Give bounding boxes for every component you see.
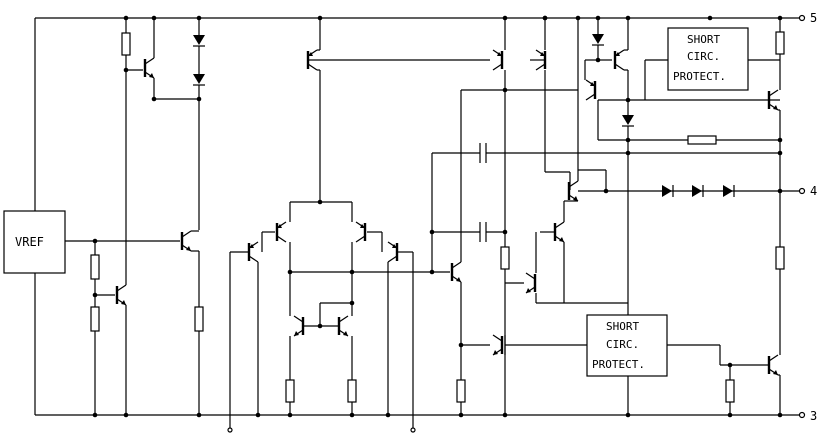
vref-label: VREF — [15, 235, 44, 249]
pass-transistor-stage — [491, 15, 628, 418]
scp-bottom-line-3: PROTECT. — [592, 358, 645, 371]
output-current-sources — [491, 15, 571, 415]
scp-bottom-line-1: SHORT — [606, 320, 639, 333]
ground-junctions — [255, 15, 733, 418]
pin-output-terminal — [798, 187, 806, 195]
startup-network — [121, 15, 205, 230]
short-circuit-protect-top: SHORT CIRC. PROTECT. — [644, 27, 780, 100]
scp-bottom-line-2: CIRC. — [606, 338, 639, 351]
driver-stage — [352, 87, 780, 415]
vref-divider — [90, 70, 129, 418]
vref-block: VREF — [3, 18, 180, 415]
pin-ground-terminal — [798, 411, 806, 419]
scp-top-line-2: CIRC. — [687, 50, 720, 63]
top-current-source — [306, 15, 490, 205]
vref-buffer-transistor — [180, 229, 204, 418]
pin-output-label: 4 — [810, 184, 817, 198]
active-load — [285, 272, 357, 415]
output-pass-element — [687, 15, 785, 418]
scp-top-line-3: PROTECT. — [673, 70, 726, 83]
pin-supply-label: 5 — [810, 11, 817, 25]
scp-top-line-1: SHORT — [687, 33, 720, 46]
pin-ground-label: 3 — [810, 409, 817, 423]
short-circuit-protect-bottom: SHORT CIRC. PROTECT. — [505, 314, 768, 415]
output-diodes — [662, 185, 735, 197]
differential-pair — [227, 201, 416, 433]
pin-supply-terminal — [798, 14, 806, 22]
